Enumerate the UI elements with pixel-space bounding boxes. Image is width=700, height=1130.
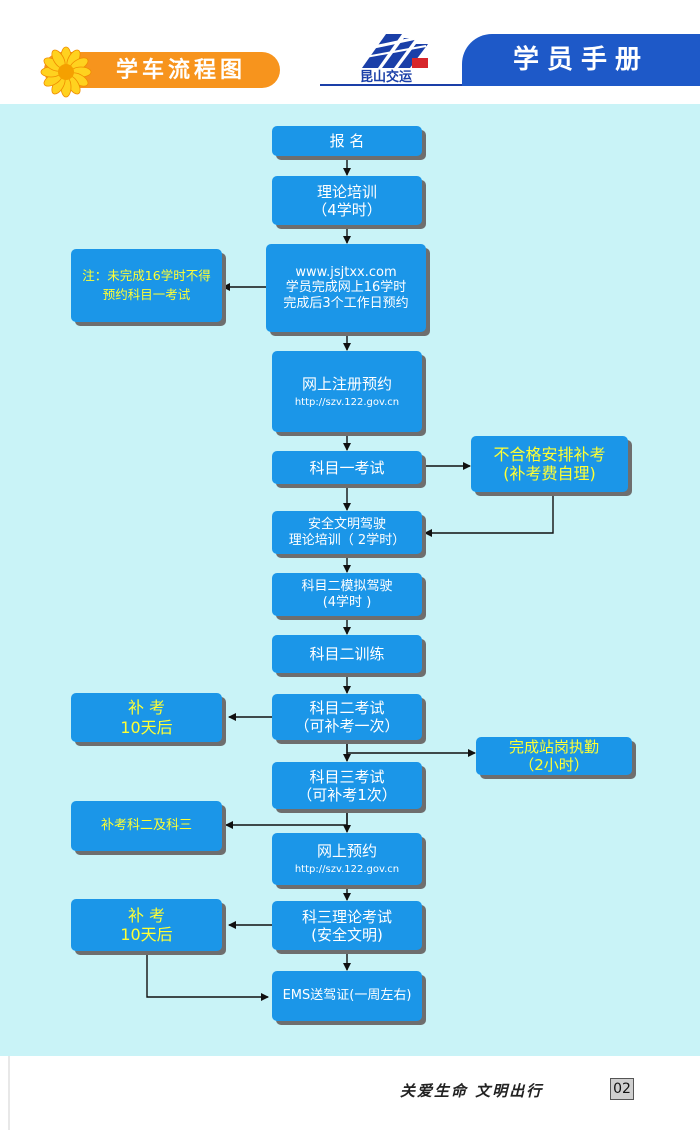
subject1-exam-box: 科目一考试 — [272, 451, 422, 484]
arrow-exam2-duty — [346, 741, 476, 757]
safe-driving-label: 安全文明驾驶 — [307, 516, 386, 532]
station-duty-hours-label: （2小时） — [519, 756, 589, 774]
subject3-exam-label: 科目三考试 — [309, 767, 385, 786]
retake-b-label: 补 考 — [127, 905, 166, 925]
station-duty-box: 完成站岗执勤 （2小时） — [476, 737, 632, 775]
station-duty-label: 完成站岗执勤 — [508, 738, 599, 756]
subject3-exam-box: 科目三考试 （可补考1次） — [272, 762, 422, 809]
register-box: 报 名 — [272, 126, 422, 156]
page-number: 02 — [610, 1078, 634, 1100]
retake-a-label: 补 考 — [127, 698, 166, 718]
subject2-training-label: 科目二训练 — [309, 645, 385, 663]
register-label: 报 名 — [329, 132, 365, 150]
online-booking-box: 网上预约 http://szv.122.gov.cn — [272, 833, 422, 885]
subject3-exam-note-label: （可补考1次） — [297, 785, 397, 804]
online-booking-label: 网上预约 — [316, 842, 377, 860]
theory-training-label: 理论培训 — [316, 182, 377, 201]
retake-a-days-label: 10天后 — [120, 717, 173, 737]
retake-b-box: 补 考 10天后 — [71, 899, 222, 951]
note-label: 注：未完成16学时不得预约科目一考试 — [82, 268, 211, 302]
note-box: 注：未完成16学时不得预约科目一考试 — [71, 249, 222, 322]
online-booking-url: http://szv.122.gov.cn — [294, 864, 400, 875]
logo-text: 昆山交运 — [360, 70, 413, 85]
arrow-exam3-retake23 — [225, 809, 348, 829]
retake-b-days-label: 10天后 — [120, 925, 173, 944]
handbook-title: 学员手册 — [462, 34, 700, 86]
theory-hours-label: （4学时） — [312, 200, 382, 219]
header: 学车流程图 — [0, 0, 700, 104]
retake-a-box: 补 考 10天后 — [71, 693, 222, 742]
fail-retake-fee-label: (补考费自理) — [503, 464, 596, 483]
subject3-theory-box: 科三理论考试 (安全文明) — [272, 901, 422, 950]
online-line2-label: 学员完成网上16学时 — [285, 280, 407, 296]
fail-retake-label: 不合格安排补考 — [493, 444, 606, 464]
retake-23-label: 补考科二及科三 — [100, 818, 192, 834]
subject2-exam-box: 科目二考试 （可补考一次） — [272, 694, 422, 740]
flower-icon — [40, 46, 92, 98]
subject1-exam-label: 科目一考试 — [309, 458, 385, 477]
online-register-url: http://szv.122.gov.cn — [294, 396, 400, 408]
subject2-sim-box: 科目二模拟驾驶 (4学时 ) — [272, 573, 422, 616]
safe-driving-box: 安全文明驾驶 理论培训（ 2学时） — [272, 511, 422, 554]
safe-driving-hours-label: 理论培训（ 2学时） — [288, 532, 406, 548]
subject2-exam-note-label: （可补考一次） — [294, 717, 400, 735]
ems-box: EMS送驾证(一周左右) — [272, 971, 422, 1021]
fail-retake-box: 不合格安排补考 (补考费自理) — [471, 436, 628, 492]
brand-underline — [320, 84, 462, 86]
kunshan-logo-icon — [359, 34, 428, 68]
online-url-label: www.jsjtxx.com — [295, 264, 397, 280]
subject3-theory-note-label: (安全文明) — [311, 925, 383, 944]
subject2-sim-hours-label: (4学时 ) — [322, 594, 372, 610]
theory-training-box: 理论培训 （4学时） — [272, 176, 422, 225]
arrow-fail-safe — [424, 493, 554, 537]
subject2-training-box: 科目二训练 — [272, 635, 422, 673]
online-register-box: 网上注册预约 http://szv.122.gov.cn — [272, 351, 422, 432]
retake-23-box: 补考科二及科三 — [71, 801, 222, 851]
footer-slogan: 关爱生命 文明出行 — [400, 1082, 544, 1100]
online-line3-label: 完成后3个工作日预约 — [283, 295, 409, 311]
online-study-box: www.jsjtxx.com 学员完成网上16学时 完成后3个工作日预约 — [266, 244, 426, 332]
online-register-label: 网上注册预约 — [301, 374, 392, 393]
arrow-retake-ems — [146, 953, 269, 1001]
subject2-exam-label: 科目二考试 — [309, 699, 385, 717]
ems-label: EMS送驾证(一周左右) — [282, 988, 412, 1004]
subject3-theory-label: 科三理论考试 — [301, 907, 392, 926]
subject2-sim-label: 科目二模拟驾驶 — [301, 578, 393, 594]
